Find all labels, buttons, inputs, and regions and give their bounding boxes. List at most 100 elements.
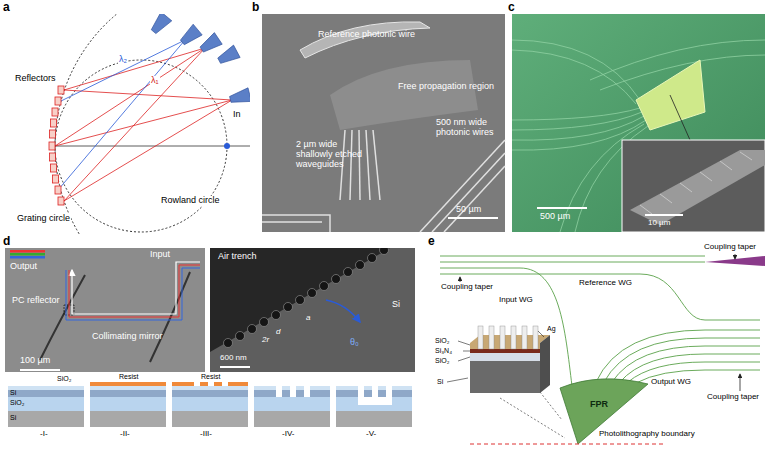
waveguide-wedges-part	[229, 88, 250, 106]
panel-c-micrograph-part	[636, 60, 705, 130]
dimension-label: 2r	[262, 336, 269, 345]
panel-e-shapes-part	[470, 349, 540, 353]
process-steps-part-part	[214, 382, 222, 386]
waveguide-wedges-part	[148, 14, 172, 36]
panel-c-micrograph-part-part	[720, 161, 732, 170]
panel-b-sem-image-part-part	[432, 153, 505, 232]
panel-d-sem-closeup-part-part	[356, 261, 365, 270]
scale-label: 10 µm	[648, 219, 670, 228]
panel-d-sem-closeup-part-part	[224, 339, 233, 348]
panel-e-shapes-part	[447, 331, 544, 382]
reflector-marks-part	[52, 108, 58, 116]
panel-e-shapes-part-part	[478, 326, 483, 349]
process-steps-part-part	[90, 382, 166, 386]
panel-e-shapes-part-part	[463, 351, 470, 352]
panel-e-layout-part	[440, 274, 760, 320]
angle-label: θ₀	[350, 338, 359, 348]
panel-e-shapes-part	[460, 277, 461, 282]
layer-label: SiO₂	[434, 337, 450, 345]
scale-bar	[645, 214, 683, 216]
panel-e-shapes-part	[540, 392, 562, 420]
ray-lines-part	[58, 40, 185, 190]
layer-label: Si	[10, 414, 16, 422]
panel-d-sem-overview-part	[69, 265, 200, 317]
panel-e-shapes-part	[478, 326, 538, 349]
part-label: Reference WG	[578, 279, 633, 288]
scale-bar	[220, 366, 250, 368]
process-steps-part-part	[276, 386, 282, 397]
panel-b-sem-image-part-part	[350, 130, 352, 200]
process-steps-part-part	[304, 386, 310, 397]
panel-b-sem-image-part	[300, 22, 430, 58]
panel-c-micrograph-part-part	[512, 50, 636, 104]
part-label: Reflectors	[14, 74, 57, 84]
panel-d-sem-closeup-part-part	[260, 318, 269, 327]
panel-d-sem-closeup-part-part	[272, 311, 281, 320]
panel-d-sem-closeup	[210, 248, 415, 372]
process-steps-part-part	[90, 411, 166, 427]
panel-c-micrograph-part-part	[512, 40, 640, 100]
panel-d-sem-closeup-part-part	[320, 282, 329, 291]
scale-bar	[20, 369, 60, 371]
step-label: -II-	[120, 430, 130, 439]
panel-e-shapes-part	[740, 374, 741, 391]
panel-d-sem-overview-part	[66, 268, 200, 320]
panel-d-sem-closeup-part	[210, 248, 390, 352]
process-steps-part-part	[290, 386, 296, 397]
scale-label: 100 µm	[20, 356, 50, 366]
layer-label: Si₃N₄	[434, 347, 453, 355]
panel-d-sem-closeup-part	[210, 248, 415, 372]
process-steps-part	[336, 386, 412, 427]
part-label: Input WG	[498, 296, 534, 305]
panel-e-shapes-part	[735, 254, 736, 259]
ray-lines-part	[64, 48, 232, 201]
port-label: Input	[150, 250, 170, 260]
scale-label: 500 µm	[540, 212, 570, 222]
panel-b-sem-image-part-part	[444, 166, 505, 232]
panel-d-sem-closeup-part-part	[368, 254, 377, 263]
reflector-marks-part	[58, 197, 64, 205]
panel-b-sem-image-part-part	[262, 221, 322, 223]
part-label: Photolithography boundary	[598, 430, 696, 439]
step-label: -IV-	[282, 430, 294, 439]
layer-label: SiO₂	[10, 399, 24, 407]
panel-letter: b	[252, 1, 259, 14]
process-steps-part	[254, 386, 330, 427]
part-label: Grating circle	[16, 214, 71, 224]
reflector-marks-part	[51, 164, 57, 172]
part-label: Coupling taper	[440, 283, 494, 292]
grating-circle	[55, 14, 250, 234]
scale-bar	[448, 217, 498, 219]
process-steps-part-part	[228, 382, 248, 386]
ray-lines	[55, 40, 232, 201]
layer-label: Si	[436, 378, 444, 386]
reflector-marks-part	[58, 86, 64, 94]
panel-c-micrograph-part-part	[740, 152, 752, 160]
process-steps-part-part	[8, 397, 84, 411]
panel-c-micrograph-part-part	[700, 172, 712, 181]
panel-d-sem-closeup-part-part	[344, 268, 353, 277]
panel-c-micrograph-part-part	[660, 194, 672, 203]
process-steps-part-part	[386, 386, 392, 397]
process-steps-part-part	[90, 397, 166, 411]
panel-e-shapes-part-part	[447, 378, 468, 382]
part-label: PC reflector	[12, 296, 60, 306]
port-label: Output	[10, 262, 37, 272]
panel-d-sem-closeup-part-part	[332, 275, 341, 284]
panel-c-micrograph-part	[670, 95, 690, 140]
panel-c-micrograph-part-part	[680, 183, 692, 192]
layer-label: Ag	[546, 325, 557, 333]
part-label: Coupling taper	[706, 393, 760, 402]
part-label: Coupling taper	[703, 243, 757, 252]
panel-c-micrograph-part	[512, 40, 765, 232]
axis-line	[55, 146, 250, 147]
layer-label: SiO₂	[56, 375, 72, 383]
step-label: -III-	[200, 430, 212, 439]
panel-d-sem-closeup-part-part	[248, 325, 257, 334]
panel-b-sem-image-part-part	[420, 140, 505, 232]
panel-e-shapes-part	[500, 398, 565, 438]
process-steps-part-part	[200, 382, 208, 386]
part-label: 2 µm wide shallowly etched waveguides	[296, 140, 374, 170]
panel-c-micrograph-part-part	[640, 205, 652, 214]
panel-a-illustration	[49, 14, 250, 234]
